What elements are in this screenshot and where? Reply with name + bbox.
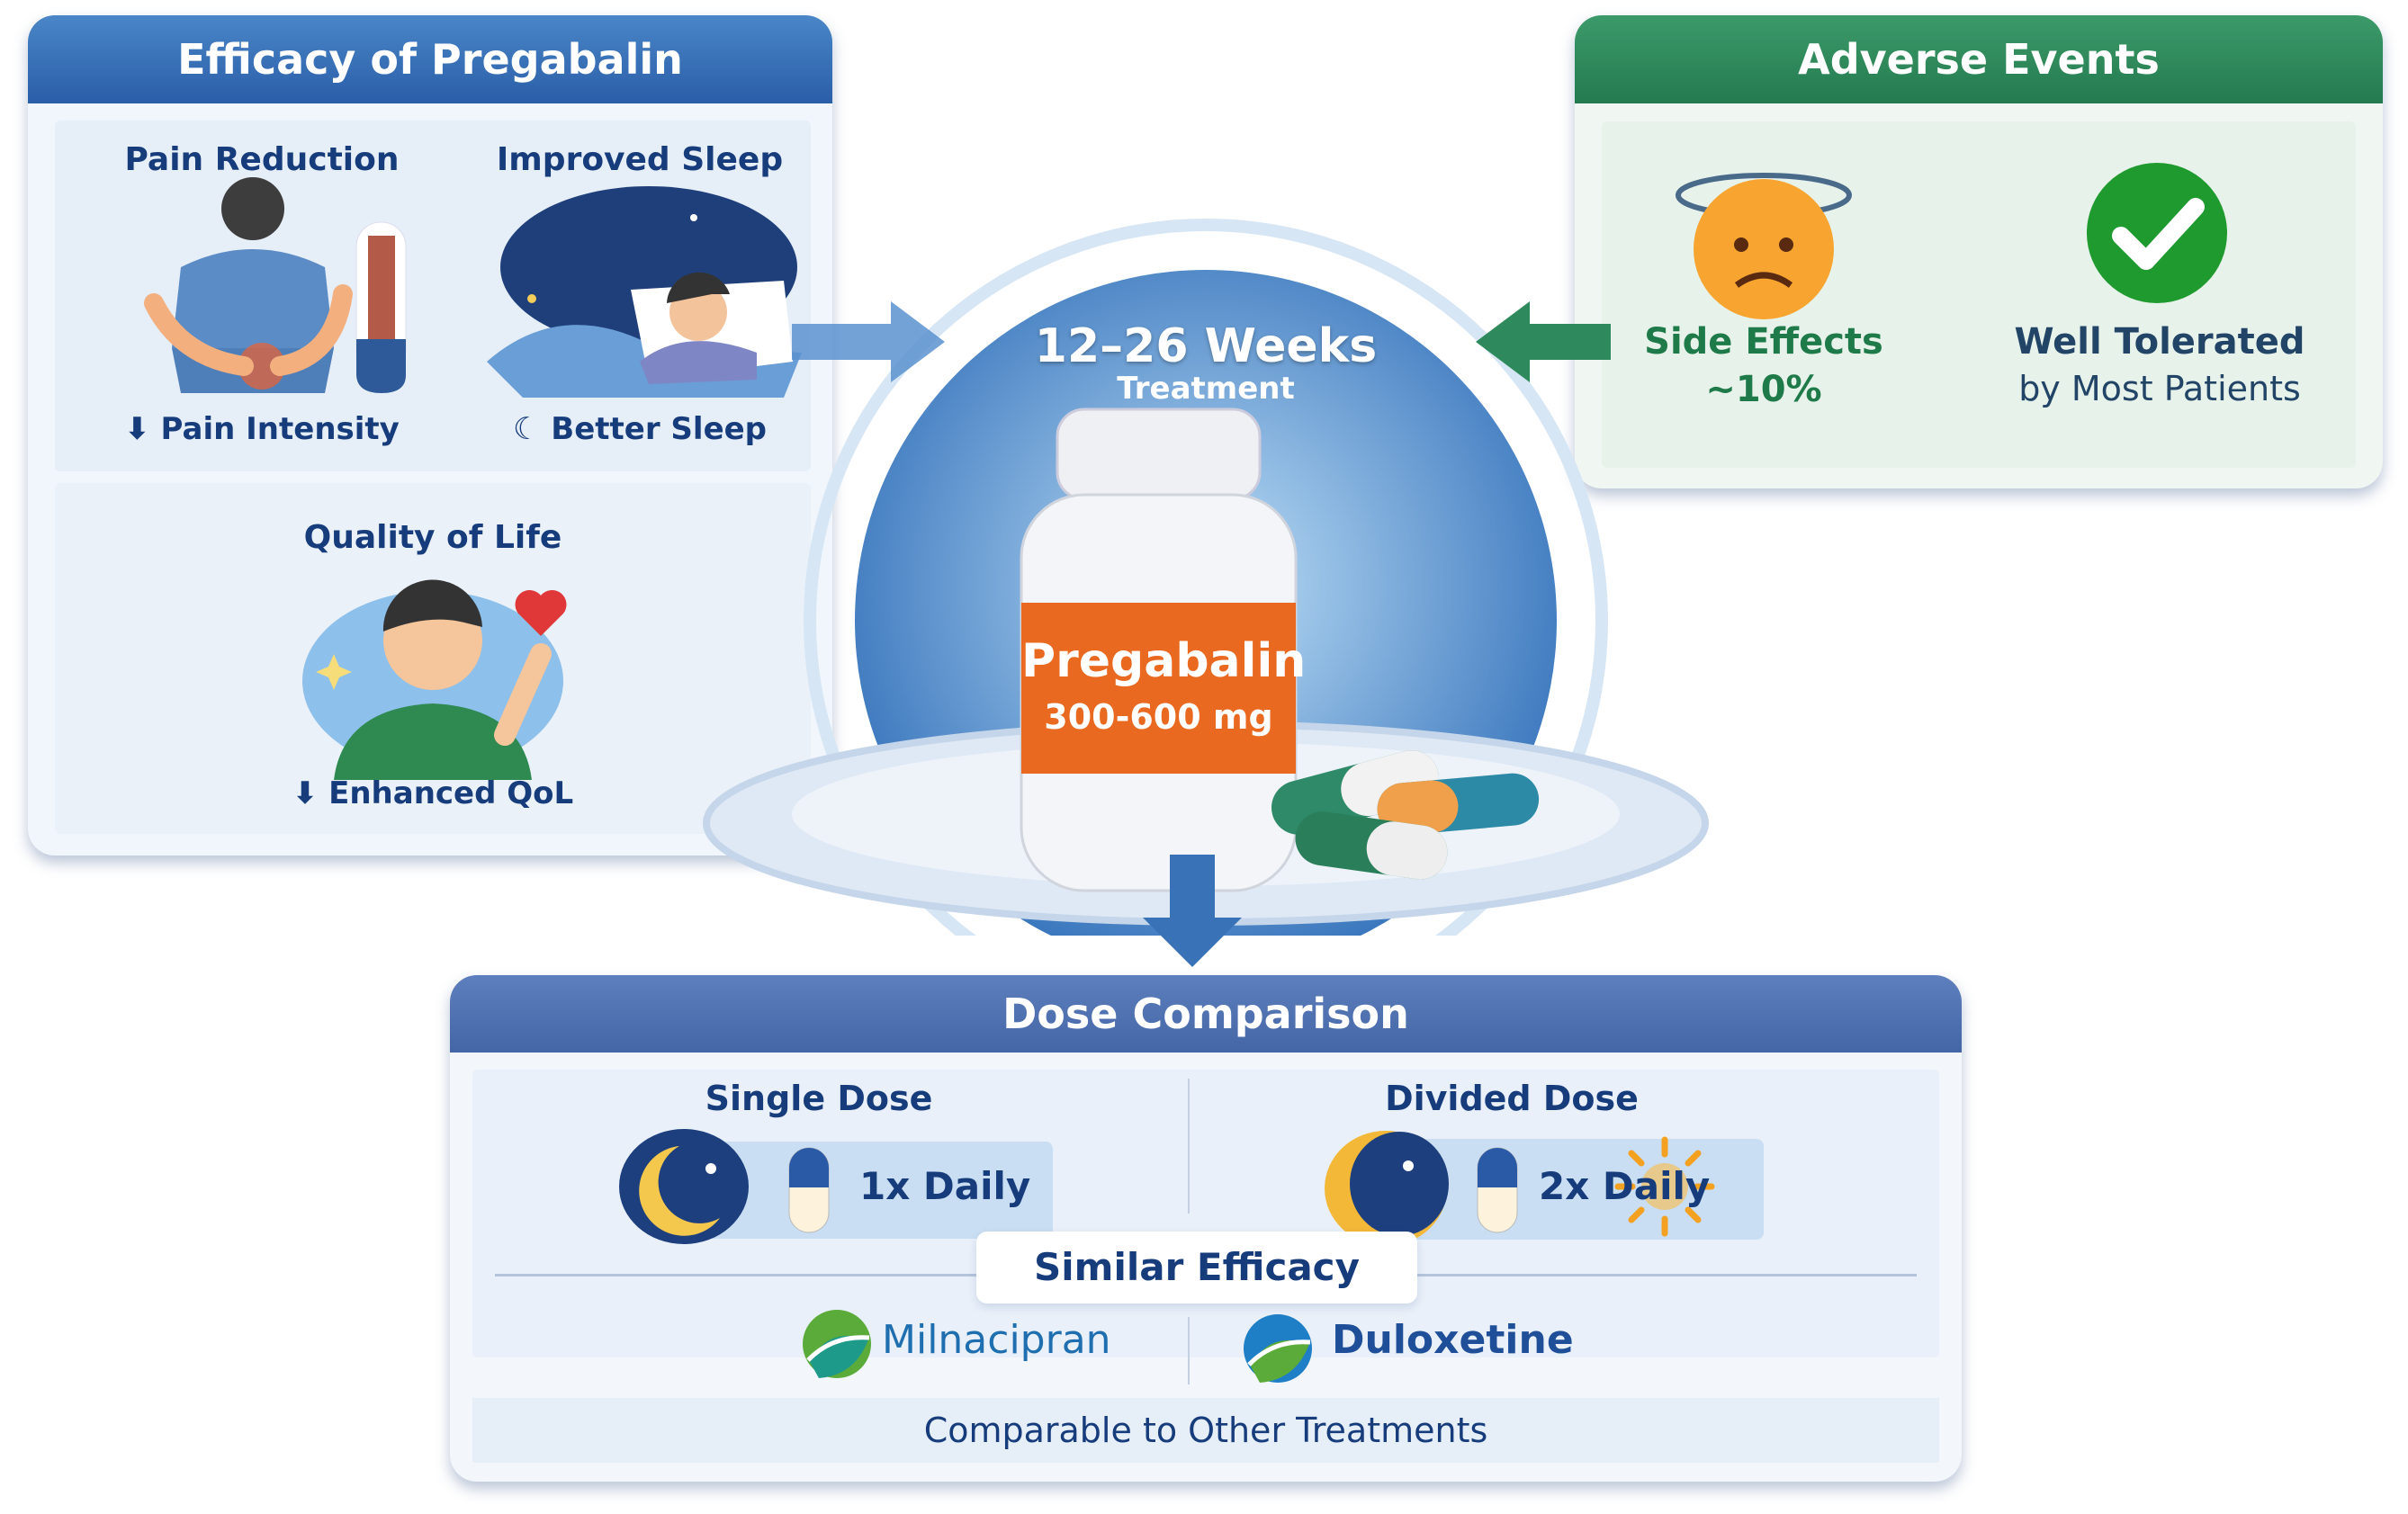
drug-name: Pregabalin: [1021, 634, 1307, 688]
tolerated-line1: Well Tolerated: [2014, 321, 2305, 363]
down-arrow-icon: ⬇: [292, 775, 329, 811]
arrow-left-icon: [1476, 301, 1611, 382]
divider: [1188, 1317, 1190, 1384]
pain-title: Pain Reduction: [124, 141, 400, 178]
down-arrow-icon: ⬇: [124, 411, 161, 447]
similar-efficacy-badge: Similar Efficacy: [976, 1232, 1417, 1303]
single-dose-title: Single Dose: [705, 1079, 933, 1118]
dose-title: Dose Comparison: [1002, 990, 1409, 1038]
efficacy-panel: Efficacy of Pregabalin Pain Reduction Im…: [28, 15, 832, 856]
comparable-footer: Comparable to Other Treatments: [472, 1398, 1939, 1463]
moon-icon: ☾: [512, 411, 552, 447]
dizzy-face-icon: [1676, 173, 1852, 319]
capsule-icon: [1477, 1147, 1518, 1233]
moon-sun-icon: [1325, 1131, 1449, 1246]
duration-sublabel: Treatment: [1117, 371, 1295, 407]
duration-label: 12–26 Weeks: [1034, 319, 1378, 373]
capsule-icon: [788, 1147, 830, 1233]
efficacy-title: Efficacy of Pregabalin: [177, 35, 683, 84]
side-effects-value: ~10%: [1705, 369, 1822, 410]
dose-header: Dose Comparison: [450, 975, 1962, 1053]
dose-comparison-panel: Dose Comparison Single Dose Divided Dose…: [450, 975, 1962, 1482]
sleep-title: Improved Sleep: [496, 141, 784, 178]
single-dose-label: 1x Daily: [859, 1164, 1031, 1208]
divider: [1188, 1079, 1190, 1214]
adverse-events-panel: Adverse Events Side Effects ~10% Well To…: [1575, 15, 2383, 488]
milnacipran-logo-icon: [803, 1310, 871, 1378]
duloxetine-logo-icon: [1244, 1314, 1312, 1383]
pain-caption-text: Pain Intensity: [160, 411, 400, 447]
back-pain-illustration: [144, 177, 407, 393]
check-circle-icon: [2087, 163, 2227, 303]
sleep-caption: ☾ Better Sleep: [460, 411, 820, 447]
divided-dose-label: 2x Daily: [1539, 1164, 1711, 1208]
sleep-caption-text: Better Sleep: [551, 411, 768, 447]
pain-caption: ⬇ Pain Intensity: [82, 411, 442, 447]
side-effects-label: Side Effects: [1644, 321, 1883, 363]
duloxetine-label: Duloxetine: [1332, 1317, 1574, 1363]
qol-caption: ⬇ Enhanced QoL: [253, 775, 613, 811]
efficacy-header: Efficacy of Pregabalin: [28, 15, 832, 103]
drug-dose: 300-600 mg: [1044, 697, 1273, 737]
arrow-down-icon: [1143, 855, 1242, 967]
sleep-illustration: [487, 186, 802, 398]
tolerated-line2: by Most Patients: [2018, 369, 2301, 408]
moon-icon: [619, 1129, 749, 1244]
milnacipran-label: Milnacipran: [882, 1317, 1111, 1363]
sun-icon: [1614, 1136, 1715, 1237]
divided-dose-title: Divided Dose: [1385, 1079, 1639, 1118]
adverse-header: Adverse Events: [1575, 15, 2383, 103]
adverse-title: Adverse Events: [1798, 35, 2160, 84]
qol-caption-text: Enhanced QoL: [328, 775, 574, 811]
arrow-right-icon: [792, 301, 945, 382]
qol-title: Quality of Life: [303, 519, 562, 556]
happy-person-illustration: [302, 579, 567, 780]
